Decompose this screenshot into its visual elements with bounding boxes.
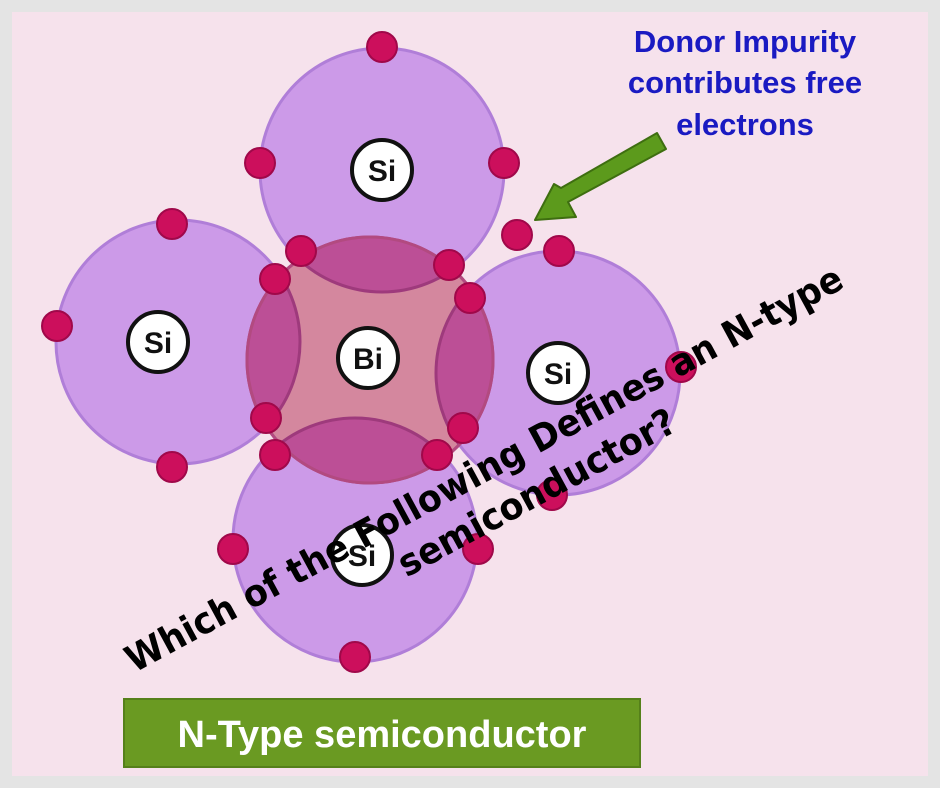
electron	[285, 235, 317, 267]
electron	[536, 479, 568, 511]
atom-symbol-si-right: Si	[544, 358, 572, 391]
annotation-line-2: contributes free	[628, 65, 862, 100]
electron	[217, 533, 249, 565]
electron	[339, 641, 371, 673]
nucleus-bi	[336, 326, 400, 390]
atom-label-bi: Bi	[336, 326, 400, 390]
nucleus-si-right	[526, 341, 590, 405]
electron	[488, 147, 520, 179]
electron	[250, 402, 282, 434]
atom-label-si-left: Si	[126, 310, 190, 374]
bond-overlap-left	[247, 237, 302, 466]
electron	[41, 310, 73, 342]
caption-background	[123, 698, 641, 768]
electron	[665, 351, 697, 383]
atom-symbol-bi: Bi	[353, 343, 383, 376]
electron	[543, 235, 575, 267]
nucleus-si-bottom	[330, 523, 394, 587]
atom-symbol-si-top: Si	[368, 155, 396, 188]
bond-overlap-right	[434, 249, 493, 483]
electron	[156, 208, 188, 240]
electron	[462, 533, 494, 565]
electron	[259, 263, 291, 295]
donor-annotation: Donor Impurity contributes free electron…	[628, 24, 862, 142]
electrons	[41, 31, 697, 673]
annotation-line-3: electrons	[676, 107, 814, 142]
atom-symbol-si-left: Si	[144, 327, 172, 360]
bi-shell-outline	[245, 235, 495, 485]
electron	[244, 147, 276, 179]
atom-label-si-right: Si	[526, 341, 590, 405]
electron	[433, 249, 465, 281]
electron	[447, 412, 479, 444]
free-electron	[501, 219, 533, 251]
electron	[259, 439, 291, 471]
atom-label-si-top: Si	[350, 138, 414, 202]
atom-symbol-si-bottom: Si	[348, 540, 376, 573]
atom-label-si-bottom: Si	[330, 523, 394, 587]
electron	[421, 439, 453, 471]
bond-overlap-top	[258, 237, 493, 294]
caption-box: N-Type semiconductor	[123, 698, 641, 768]
electron	[366, 31, 398, 63]
nucleus-si-left	[126, 310, 190, 374]
electron	[156, 451, 188, 483]
annotation-line-1: Donor Impurity	[634, 24, 857, 59]
donor-arrow-icon	[534, 132, 667, 221]
electron	[454, 282, 486, 314]
nucleus-si-top	[350, 138, 414, 202]
caption-text: N-Type semiconductor	[178, 714, 587, 756]
